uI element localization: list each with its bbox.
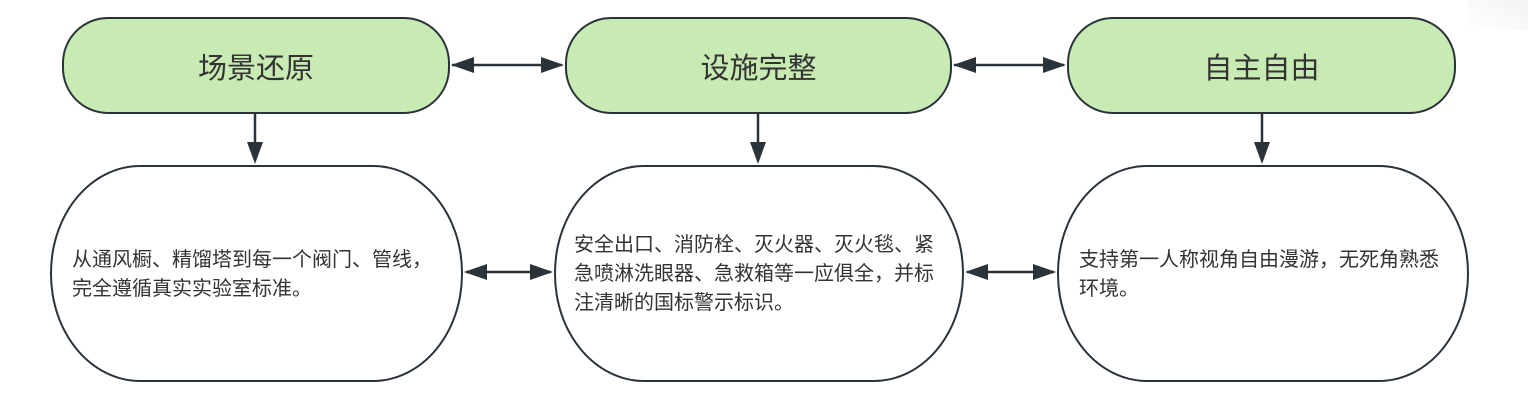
- arrowhead-icon: [1043, 57, 1066, 73]
- arrowhead-icon: [965, 264, 988, 280]
- node-description: 支持第一人称视角自由漫游，无死角熟悉环境。: [1079, 246, 1439, 300]
- node-scene-description: 从通风橱、精馏塔到每一个阀门、管线，完全遵循真实实验室标准。: [50, 165, 463, 382]
- arrowhead-icon: [541, 57, 564, 73]
- node-title: 设施完整: [700, 50, 817, 85]
- node-facilities-description: 安全出口、消防栓、灭火器、灭火毯、紧急喷淋洗眼器、急救箱等一应俱全，并标注清晰的…: [554, 165, 964, 382]
- node-autonomy-freedom: 自主自由: [1067, 17, 1456, 114]
- arrowhead-icon: [1254, 142, 1270, 164]
- node-facilities-complete: 设施完整: [565, 17, 952, 114]
- node-description: 从通风橱、精馏塔到每一个阀门、管线，完全遵循真实实验室标准。: [72, 246, 432, 300]
- node-autonomy-description: 支持第一人称视角自由漫游，无死角熟悉环境。: [1057, 165, 1469, 382]
- node-title: 自主自由: [1203, 50, 1320, 85]
- arrowhead-icon: [750, 142, 766, 164]
- arrowhead-icon: [953, 57, 976, 73]
- arrowhead-icon: [530, 264, 553, 280]
- node-scene-restoration: 场景还原: [62, 17, 450, 114]
- arrowhead-icon: [1033, 264, 1056, 280]
- arrowhead-icon: [464, 264, 487, 280]
- arrowhead-icon: [247, 142, 263, 164]
- node-title: 场景还原: [197, 50, 314, 85]
- node-description: 安全出口、消防栓、灭火器、灭火毯、紧急喷淋洗眼器、急救箱等一应俱全，并标注清晰的…: [574, 232, 934, 314]
- corner-shade: [1468, 0, 1528, 30]
- arrowhead-icon: [451, 57, 474, 73]
